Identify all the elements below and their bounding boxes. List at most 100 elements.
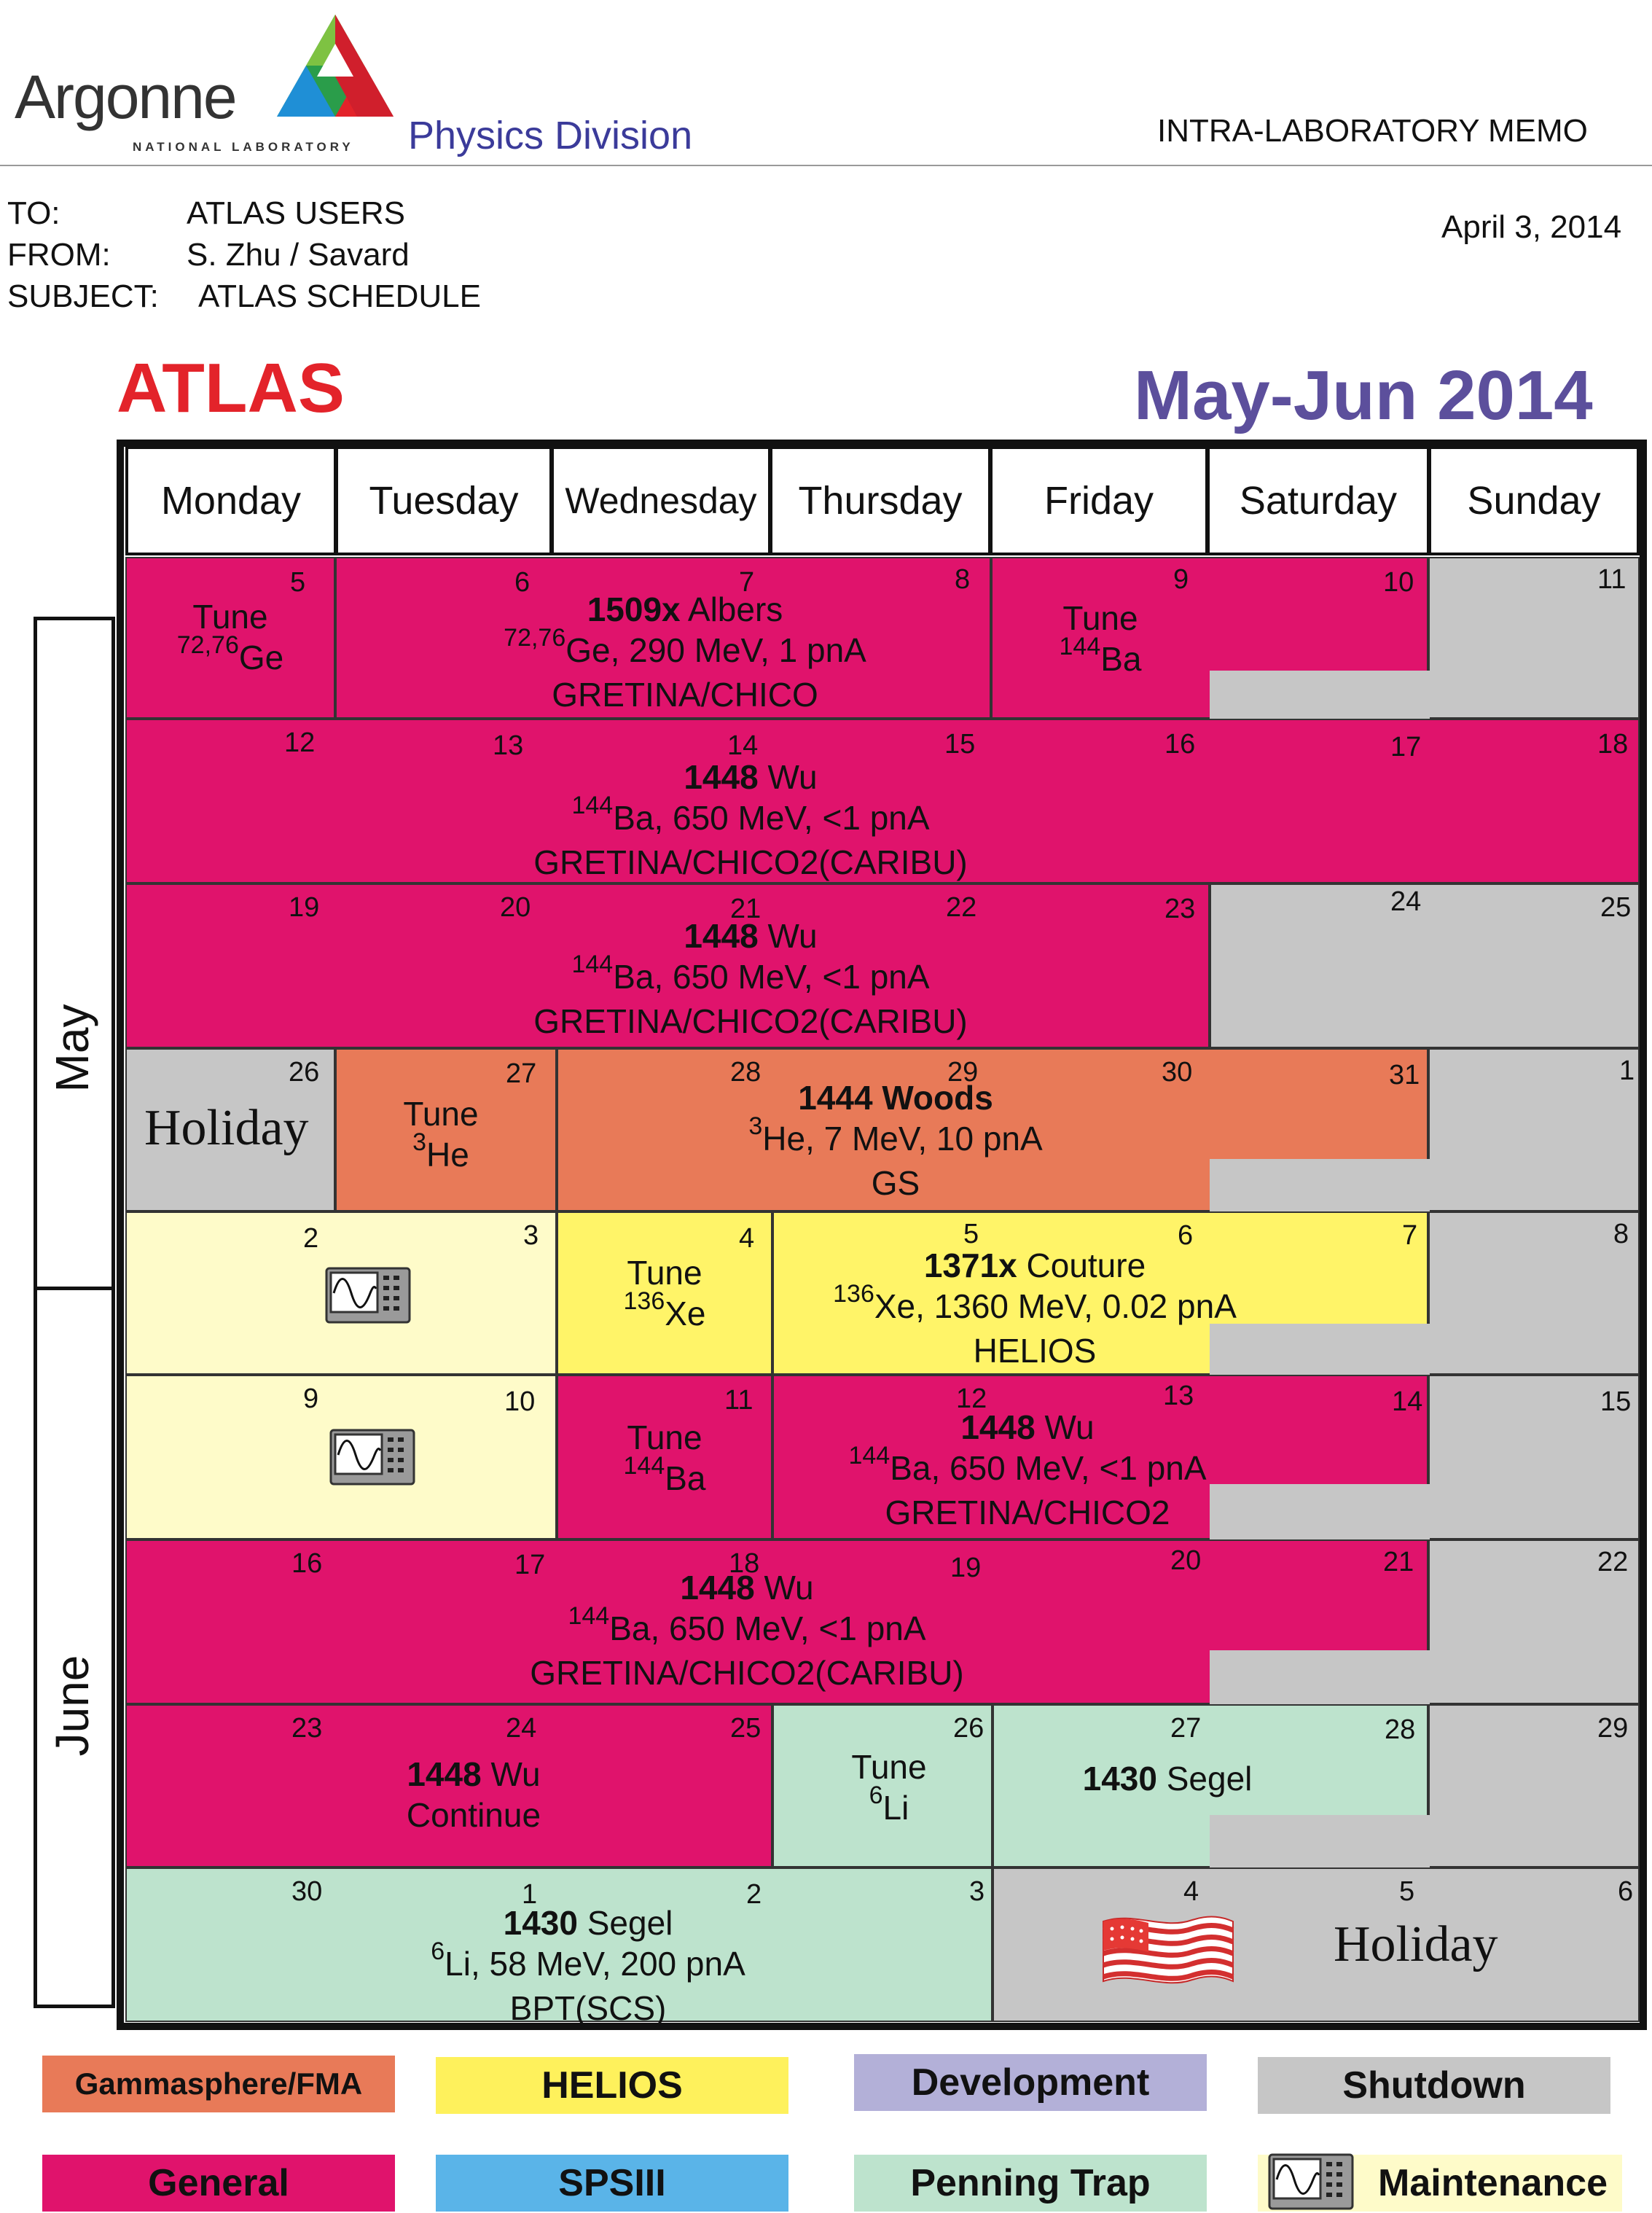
legend-helios: HELIOS (436, 2057, 788, 2114)
day-number: 29 (947, 1057, 979, 1088)
day-number: 31 (1389, 1060, 1420, 1090)
weekday-monday: Monday (125, 446, 337, 555)
legend-maintenance-label: Maintenance (1378, 2162, 1608, 2204)
event-w5-tune-xe (557, 1211, 772, 1375)
subject-value: ATLAS SCHEDULE (198, 278, 481, 314)
day-number: 5 (1399, 1876, 1415, 1907)
day-number: 10 (504, 1386, 536, 1417)
day-number: 27 (1170, 1713, 1202, 1744)
holiday-label-may-26: Holiday (144, 1100, 309, 1156)
day-number: 8 (1613, 1219, 1629, 1249)
day-number: 29 (1597, 1713, 1629, 1744)
shutdown-w4 (1428, 1048, 1640, 1211)
shutdown-w5-sat (1210, 1324, 1430, 1375)
memo-type: INTRA-LABORATORY MEMO (1157, 113, 1588, 149)
shutdown-w7-sat (1210, 1650, 1430, 1704)
legend-shutdown: Shutdown (1258, 2057, 1610, 2114)
event-w8-tune-li (772, 1704, 993, 1867)
legend-gammasphere: Gammasphere/FMA (42, 2056, 395, 2112)
header-divider (0, 165, 1652, 166)
shutdown-w6-sat (1210, 1484, 1430, 1539)
day-number: 10 (1383, 567, 1414, 598)
day-number: 18 (729, 1548, 760, 1579)
legend-spsiii: SPSIII (436, 2155, 788, 2212)
day-number: 6 (1178, 1220, 1194, 1251)
day-number: 20 (1170, 1545, 1202, 1576)
day-number: 12 (284, 727, 316, 758)
day-number: 28 (1385, 1714, 1416, 1745)
schedule-period: May-Jun 2014 (1134, 356, 1593, 434)
day-number: 15 (1600, 1386, 1632, 1417)
day-number: 28 (730, 1057, 762, 1088)
to-value: ATLAS USERS (187, 195, 405, 231)
oscilloscope-icon (329, 1429, 415, 1486)
memo-date: April 3, 2014 (1441, 209, 1622, 245)
day-number: 30 (1162, 1057, 1193, 1088)
day-number: 13 (1163, 1381, 1194, 1411)
day-number: 4 (739, 1223, 755, 1254)
org-subtitle: NATIONAL LABORATORY (133, 140, 354, 154)
day-number: 15 (944, 729, 976, 760)
day-number: 5 (290, 567, 306, 598)
day-number: 26 (289, 1057, 320, 1088)
event-w4-tune-he (335, 1048, 557, 1211)
argonne-triangle-logo-icon (277, 15, 394, 117)
day-number: 22 (946, 892, 977, 923)
holiday-w9 (993, 1867, 1640, 2022)
day-number: 3 (523, 1220, 539, 1251)
holiday-may-26 (125, 1048, 335, 1211)
event-w2-wu (125, 719, 1640, 883)
event-w9-segel (125, 1867, 993, 2022)
to-label: TO: (7, 195, 60, 231)
shutdown-w7 (1428, 1539, 1640, 1704)
day-number: 16 (291, 1548, 323, 1579)
day-number: 5 (963, 1219, 979, 1249)
shutdown-w1-sat (1210, 671, 1430, 719)
day-number: 24 (1390, 886, 1422, 917)
day-number: 2 (746, 1879, 762, 1910)
weekday-tuesday: Tuesday (335, 446, 552, 555)
day-number: 11 (1597, 564, 1626, 595)
argonne-logo: Argonne NATIONAL LABORATORY (15, 7, 394, 154)
shutdown-w6 (1428, 1375, 1640, 1539)
day-number: 19 (289, 892, 320, 923)
event-w1-albers (335, 557, 991, 719)
month-bar-may (34, 617, 115, 1290)
day-number: 6 (514, 567, 531, 598)
subject-label: SUBJECT: (7, 278, 159, 314)
day-number: 14 (727, 730, 759, 761)
org-name: Argonne (15, 63, 238, 131)
legend-development: Development (854, 2054, 1207, 2111)
event-w8-wu (125, 1704, 772, 1867)
day-number: 30 (291, 1876, 323, 1907)
month-label-june: June (46, 1655, 98, 1757)
day-number: 19 (950, 1553, 982, 1583)
calendar-frame (117, 440, 1647, 2030)
shutdown-w1 (1428, 557, 1640, 719)
day-number: 22 (1597, 1547, 1629, 1577)
from-label: FROM: (7, 237, 111, 273)
day-number: 23 (1164, 894, 1196, 924)
us-flag-icon (1102, 1916, 1234, 1984)
day-number: 1 (522, 1879, 538, 1910)
day-number: 14 (1392, 1386, 1423, 1417)
day-number: 25 (730, 1713, 762, 1744)
weekday-sunday: Sunday (1428, 446, 1640, 555)
event-w8-segel-text: 1430 Segel (1082, 1760, 1253, 1798)
from-value: S. Zhu / Savard (187, 237, 410, 273)
day-number: 16 (1164, 729, 1196, 760)
day-number: 7 (739, 567, 755, 598)
day-number: 18 (1597, 729, 1629, 760)
day-number: 21 (1383, 1547, 1414, 1577)
schedule-title: ATLAS (117, 349, 345, 427)
